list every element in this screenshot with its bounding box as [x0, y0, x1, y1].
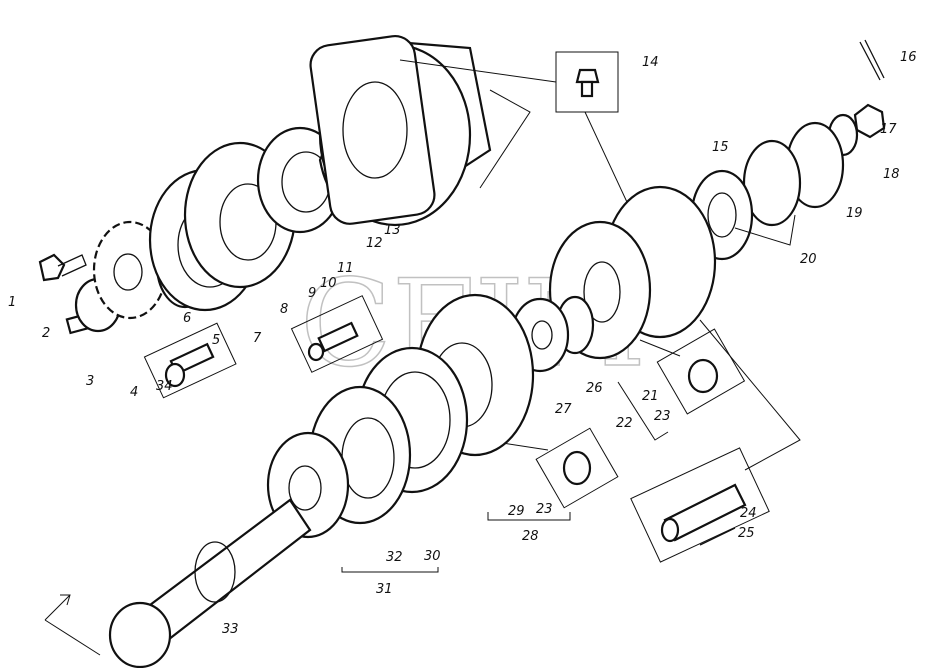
label-25: 25	[738, 526, 755, 541]
label-23-upper: 23	[654, 409, 671, 424]
bracket-31	[341, 567, 439, 573]
label-6: 6	[183, 311, 191, 326]
pin-24-25	[630, 447, 770, 563]
grease-fitting-14	[555, 51, 619, 113]
label-2: 2	[42, 326, 50, 341]
label-1: 1	[8, 295, 16, 310]
label-27: 27	[555, 402, 572, 417]
bolt-9-10	[290, 295, 384, 373]
label-29: 29	[508, 504, 525, 519]
label-22: 22	[616, 416, 633, 431]
label-12: 12	[366, 236, 383, 251]
label-14: 14	[642, 55, 659, 70]
label-10: 10	[320, 276, 337, 291]
label-8: 8	[280, 302, 288, 317]
cotter-pin-16	[859, 39, 885, 81]
shaft-33	[108, 498, 312, 668]
bracket-22	[617, 381, 669, 441]
label-3: 3	[86, 374, 94, 389]
bushing-23-upper	[656, 328, 746, 415]
bushing-23-lower	[535, 427, 619, 509]
housing-13	[309, 34, 492, 227]
label-34: 34	[156, 379, 173, 394]
label-4: 4	[130, 385, 138, 400]
label-33: 33	[222, 622, 239, 637]
label-7: 7	[253, 331, 262, 346]
callout-box-5	[143, 322, 237, 399]
label-11: 11	[337, 261, 354, 276]
bracket-28	[487, 512, 571, 521]
label-23-lower: 23	[536, 502, 553, 517]
label-16: 16	[900, 50, 917, 65]
label-20: 20	[800, 252, 817, 267]
label-26: 26	[586, 381, 603, 396]
bolt-1	[38, 253, 87, 282]
label-13: 13	[384, 223, 401, 238]
rotation-arrow	[44, 594, 101, 656]
sprocket-4	[92, 220, 168, 320]
label-30: 30	[424, 549, 441, 564]
label-9: 9	[308, 286, 316, 301]
bolt-5-pin-34	[164, 342, 215, 388]
label-28: 28	[522, 529, 539, 544]
label-18: 18	[883, 167, 900, 182]
label-24: 24	[740, 506, 757, 521]
label-31: 31	[376, 582, 393, 597]
label-19: 19	[846, 206, 863, 221]
label-5: 5	[212, 333, 220, 348]
label-15: 15	[712, 140, 729, 155]
label-21: 21	[642, 389, 659, 404]
label-32: 32	[386, 550, 403, 565]
label-17: 17	[880, 122, 897, 137]
bracket-20	[734, 214, 796, 246]
